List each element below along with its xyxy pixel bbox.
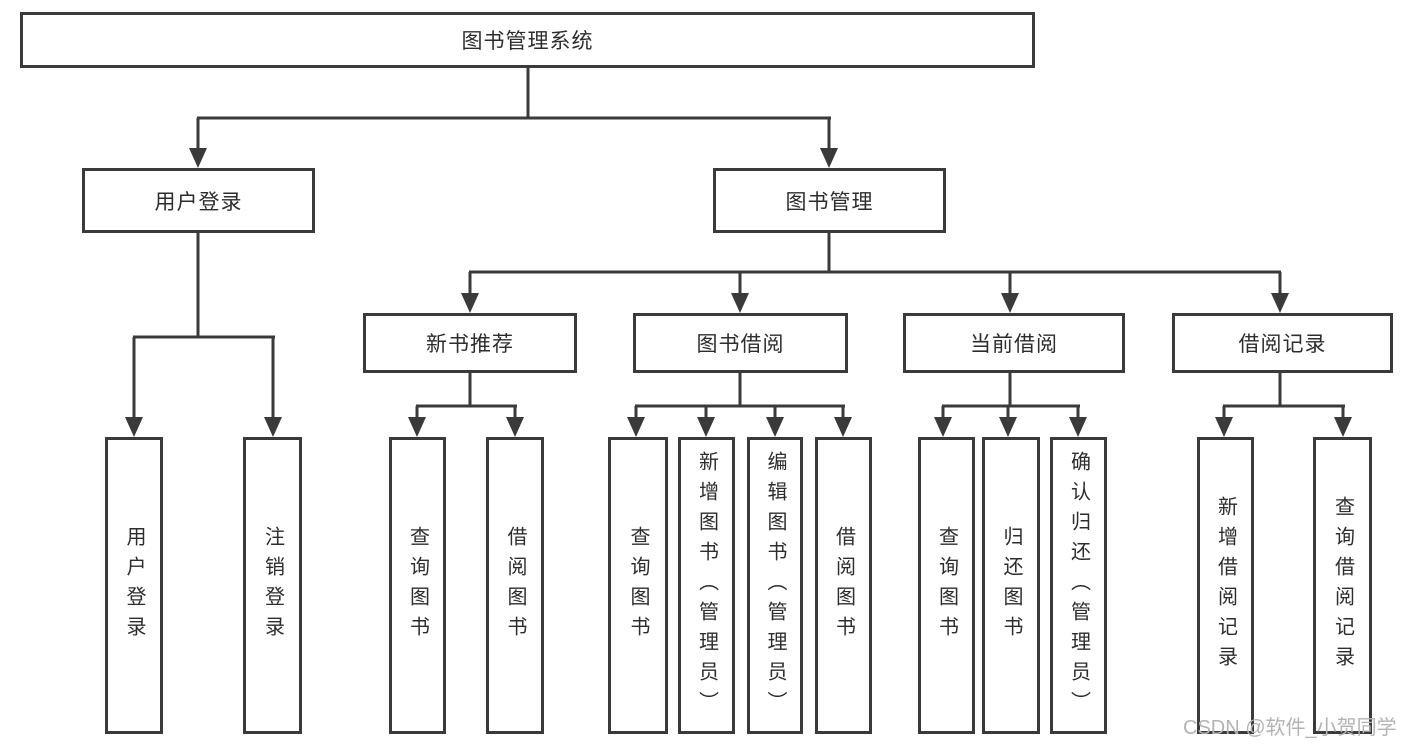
leaf-add-borrow-record: 新增借阅记录 [1197, 437, 1254, 734]
leaf-borrow-books-borrow: 借阅图书 [815, 437, 872, 734]
leaf-confirm-return-admin: 确认归还（管理员） [1050, 437, 1107, 734]
arrow-down-icon [697, 417, 715, 437]
leaf-return-book: 归还图书 [982, 437, 1040, 734]
arrow-down-icon [506, 417, 524, 437]
node-root-label: 图书管理系统 [461, 30, 594, 53]
leaf-label: 借阅图书 [832, 525, 855, 646]
node-label: 图书管理 [785, 190, 874, 214]
leaf-query-books-recommend: 查询图书 [389, 437, 446, 734]
node-new-book-recommend: 新书推荐 [363, 313, 577, 373]
arrow-down-icon [125, 417, 143, 437]
leaf-label: 确认归还（管理员） [1067, 450, 1090, 721]
leaf-label: 用户登录 [123, 525, 145, 646]
arrow-down-icon [264, 417, 282, 437]
leaf-borrow-books-recommend: 借阅图书 [486, 437, 544, 734]
node-current-borrow: 当前借阅 [903, 313, 1125, 373]
node-book-borrow: 图书借阅 [633, 313, 848, 373]
node-root: 图书管理系统 [20, 12, 1035, 68]
leaf-label: 编辑图书（管理员） [764, 450, 786, 721]
leaf-label: 新增借阅记录 [1214, 495, 1237, 676]
leaf-label: 归还图书 [1000, 525, 1022, 646]
arrow-down-icon [934, 417, 952, 437]
arrow-down-icon [731, 293, 749, 313]
leaf-add-book-admin: 新增图书（管理员） [678, 437, 735, 734]
leaf-label: 查询借阅记录 [1331, 495, 1354, 676]
arrow-down-icon [189, 148, 207, 168]
leaf-label: 查询图书 [406, 525, 429, 646]
node-label: 当前借阅 [970, 333, 1058, 356]
arrow-down-icon [1215, 417, 1233, 437]
node-label: 图书借阅 [696, 333, 785, 356]
leaf-label: 查询图书 [627, 525, 649, 646]
leaf-query-books-current: 查询图书 [918, 437, 975, 734]
arrow-down-icon [1069, 417, 1087, 437]
leaf-user-login: 用户登录 [105, 437, 163, 734]
node-label: 新书推荐 [426, 333, 514, 356]
arrow-down-icon [408, 417, 426, 437]
arrow-down-icon [461, 293, 479, 313]
arrow-down-icon [766, 417, 784, 437]
leaf-query-books-borrow: 查询图书 [608, 437, 668, 734]
arrow-down-icon [1001, 293, 1019, 313]
node-book-management: 图书管理 [713, 168, 946, 233]
node-label: 借阅记录 [1238, 333, 1327, 356]
leaf-label: 新增图书（管理员） [695, 450, 718, 721]
arrow-down-icon [999, 417, 1017, 437]
arrow-down-icon [820, 148, 838, 168]
leaf-label: 注销登录 [261, 525, 284, 646]
arrow-down-icon [627, 417, 645, 437]
leaf-label: 借阅图书 [504, 525, 526, 646]
leaf-query-borrow-record: 查询借阅记录 [1313, 437, 1372, 734]
leaf-label: 查询图书 [935, 525, 958, 646]
arrow-down-icon [1271, 293, 1289, 313]
node-label: 用户登录 [154, 190, 243, 214]
leaf-logout: 注销登录 [243, 437, 302, 734]
node-user-login: 用户登录 [82, 168, 315, 233]
leaf-edit-book-admin: 编辑图书（管理员） [747, 437, 803, 734]
watermark: CSDN @软件_小贺同学 [1183, 717, 1397, 739]
node-borrow-records: 借阅记录 [1172, 313, 1393, 373]
arrow-down-icon [1334, 417, 1352, 437]
arrow-down-icon [834, 417, 852, 437]
